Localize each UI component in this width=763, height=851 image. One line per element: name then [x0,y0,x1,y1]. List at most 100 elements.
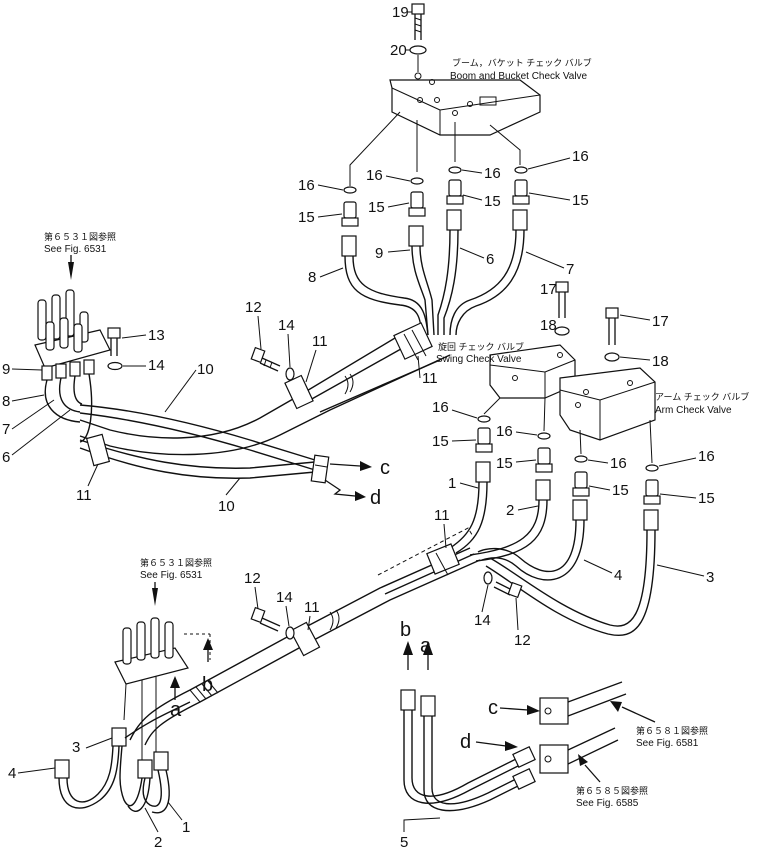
hose-end-6-top [446,209,462,231]
note-arm-jp: アーム チェック バルブ [655,391,749,402]
note-arm-en: Arm Check Valve [655,405,732,416]
label-18b: 18 [652,353,669,370]
label-15g: 15 [612,482,629,499]
hose-end-2-top [535,479,551,501]
hose-end-2-bottom [137,759,153,779]
hose-end-4-bottom [54,759,70,779]
label-14a: 14 [278,317,295,334]
note-6585-jp: 第６５８５図参照 [576,785,648,796]
label-4b: 4 [8,765,16,782]
label-17a: 17 [540,281,557,298]
bolt-12-lower-right [493,581,523,599]
fitting-15-1 [341,201,359,227]
arrow-see6531-upper [68,262,74,280]
label-15f: 15 [496,455,513,472]
o-ring-16-1 [343,186,357,194]
arrow-d-upper [324,479,366,501]
hose-end-3-bottom [111,727,127,747]
fitting-15-5 [475,427,493,453]
arrow-d-lower [475,741,518,751]
label-17b: 17 [652,313,669,330]
bolt-13 [107,327,121,356]
hose-end-5a [420,695,436,717]
label-16e: 16 [432,399,449,416]
label-14d: 14 [276,589,293,606]
hose-end-d [512,746,536,768]
label-15e: 15 [432,433,449,450]
label-18a: 18 [540,317,557,334]
pipe-block-d [539,727,619,774]
label-c-lower: c [488,697,498,719]
label-11b: 11 [422,370,438,387]
washer-18-arm [604,352,620,362]
bolt-19 [411,3,425,40]
label-d-lower: d [460,731,471,753]
washer-14-lower-left [285,626,295,640]
label-7b: 7 [2,421,10,438]
label-5: 5 [400,834,408,851]
boom-bucket-check-valve [389,72,541,136]
note-6531a-jp: 第６５３１図参照 [44,231,116,242]
hose-end-5-lower [512,768,536,790]
washer-14-left [107,361,123,371]
hose-end-5b [400,689,416,711]
fitting-15-6 [535,447,553,473]
label-15b: 15 [368,199,385,216]
washer-20 [409,45,427,55]
bolt-12-upper [250,346,281,372]
label-16f: 16 [496,423,513,440]
clamp-11-upper [284,374,314,410]
arrow-c-upper [329,461,372,471]
o-ring-16-2 [410,177,424,185]
washer-14-upper [285,367,295,381]
fitting-15-3 [446,179,464,205]
label-16c: 16 [484,165,501,182]
note-6531a-en: See Fig. 6531 [44,244,107,255]
o-ring-16-6 [537,432,551,440]
arrow-see6585 [578,754,601,783]
pipe-block-c [539,681,627,725]
label-1a: 1 [448,475,456,492]
label-a-lower-left: a [170,699,182,721]
label-c-upper: c [380,457,390,479]
note-6531b-en: See Fig. 6531 [140,570,203,581]
label-11a: 11 [312,333,328,350]
upper-hose-bundle [79,322,451,456]
label-20: 20 [390,42,407,59]
o-ring-16-3 [448,166,462,174]
fitting-15-8 [643,479,661,505]
bolt-17-swing [555,281,569,318]
note-boom-bucket-en: Boom and Bucket Check Valve [450,71,588,82]
washer-14-lower-right [483,571,493,585]
label-8b: 8 [2,393,10,410]
label-16b: 16 [366,167,383,184]
label-16h: 16 [698,448,715,465]
label-7a: 7 [566,261,574,278]
label-14c: 14 [474,612,491,629]
label-9a: 9 [375,245,383,262]
label-b-lower-right: b [400,619,411,641]
arrow-b-lower-left [203,638,213,662]
hose-end-4-top [572,499,588,521]
label-16a: 16 [298,177,315,194]
note-6531b-jp: 第６５３１図参照 [140,557,212,568]
bolt-17-arm [605,307,619,345]
label-15c: 15 [484,193,501,210]
label-11c: 11 [76,487,92,504]
label-2a: 2 [506,502,514,519]
label-14b: 14 [148,357,165,374]
fitting-15-4 [512,179,530,205]
label-15h: 15 [698,490,715,507]
label-2b: 2 [154,834,162,851]
label-9b: 9 [2,361,10,378]
label-16g: 16 [610,455,627,472]
clamp-11-lower [289,621,321,657]
arrow-see6581 [610,701,656,723]
label-16d: 16 [572,148,589,165]
note-6585-en: See Fig. 6585 [576,798,639,809]
o-ring-16-7 [574,455,588,463]
label-13: 13 [148,327,165,344]
label-4a: 4 [614,567,622,584]
washer-18-swing [554,326,570,336]
